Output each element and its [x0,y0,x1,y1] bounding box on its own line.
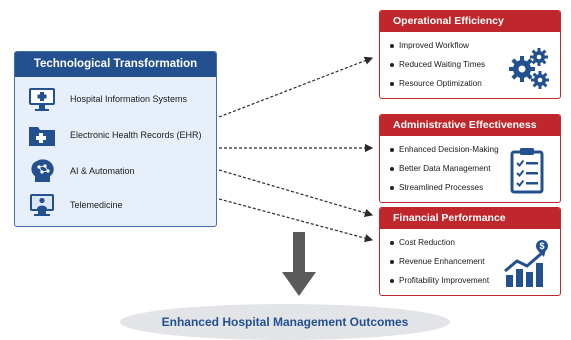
clipboard-checklist-icon [510,148,544,194]
down-arrow [282,232,316,296]
bullet-item: Enhanced Decision-Making [390,140,560,159]
bullet-item: Streamlined Processes [390,178,560,197]
financial-performance-box: Financial Performance Cost Reduction Rev… [379,207,561,296]
growth-chart-dollar-icon: $ [504,240,548,287]
bullet-item: Resource Optimization [390,74,560,93]
bullet-item: Revenue Enhancement [390,252,560,271]
arrow-to-financial-performance-1 [218,169,374,217]
monitor-medical-icon [29,88,55,111]
box-title: Operational Efficiency [380,11,560,32]
tech-item-his: Hospital Information Systems [15,84,216,114]
outcomes-banner: Enhanced Hospital Management Outcomes [120,304,450,340]
tech-item-ai: AI & Automation [15,156,216,186]
svg-text:$: $ [539,241,544,251]
bullet-item: Better Data Management [390,159,560,178]
bullet-list: Cost Reduction Revenue Enhancement Profi… [380,233,560,290]
bullet-item: Improved Workflow [390,36,560,55]
tech-item-label: AI & Automation [70,166,135,176]
bullet-item: Profitability Improvement [390,271,560,290]
tech-item-ehr: Electronic Health Records (EHR) [15,120,216,150]
technological-transformation-panel: Technological Transformation Hospital In… [14,51,217,227]
bullet-item: Cost Reduction [390,233,560,252]
arrow-to-operational-efficiency [218,56,374,118]
bullet-list: Enhanced Decision-Making Better Data Man… [380,140,560,197]
bullet-list: Improved Workflow Reduced Waiting Times … [380,36,560,93]
telemedicine-icon [30,194,54,216]
tech-item-label: Hospital Information Systems [70,94,188,104]
administrative-effectiveness-box: Administrative Effectiveness Enhanced De… [379,114,561,203]
tech-item-telemedicine: Telemedicine [15,190,216,220]
arrow-to-financial-performance-2 [218,198,374,243]
ai-brain-icon [31,159,54,182]
folder-medical-icon [29,127,55,146]
panel-title: Technological Transformation [15,52,216,77]
gears-icon [509,48,549,89]
bullet-item: Reduced Waiting Times [390,55,560,74]
tech-item-label: Electronic Health Records (EHR) [70,130,202,140]
tech-item-label: Telemedicine [70,200,123,210]
box-title: Financial Performance [380,208,560,229]
box-title: Administrative Effectiveness [380,115,560,136]
operational-efficiency-box: Operational Efficiency Improved Workflow… [379,10,561,99]
